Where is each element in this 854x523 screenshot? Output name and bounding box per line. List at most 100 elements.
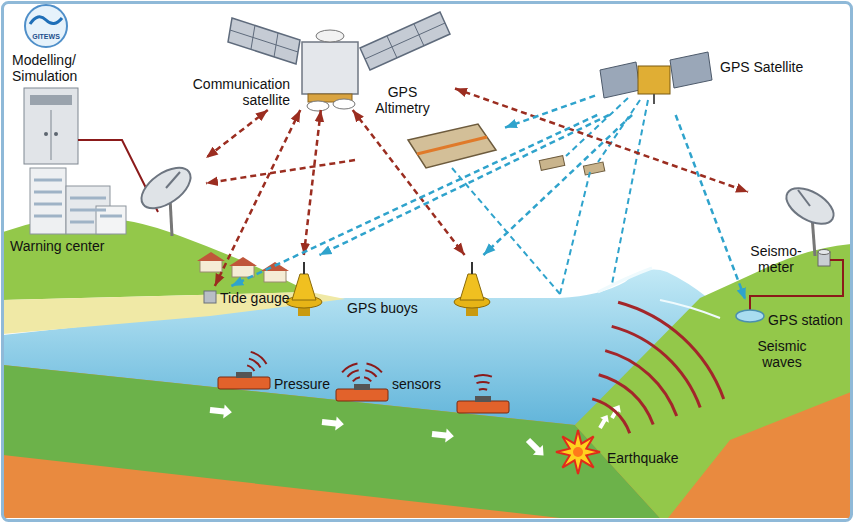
tide-gauge-icon <box>204 291 216 303</box>
altimetry-signal <box>452 168 560 294</box>
small-satellite <box>539 156 565 171</box>
warning-center: Warning center <box>6 140 206 258</box>
satellite-antenna <box>653 94 655 104</box>
earthquake-burst <box>556 430 600 474</box>
seismic-arc <box>599 375 654 425</box>
logo <box>25 5 67 47</box>
dish-feed <box>798 190 810 206</box>
data-link-arrow <box>353 110 465 255</box>
data-link-arrow <box>304 110 321 255</box>
gps-signal <box>612 100 648 284</box>
building <box>30 168 66 234</box>
house-roof <box>229 257 257 266</box>
gps-signal-arrow <box>319 115 609 255</box>
solar-panel <box>228 18 300 64</box>
buoy-antenna <box>471 262 473 274</box>
annotation: Seismic waves <box>752 338 812 370</box>
wave-streak <box>660 300 720 318</box>
dish-feed <box>166 172 180 188</box>
node-label: sensors <box>392 376 441 392</box>
motion-arrow <box>596 413 612 431</box>
cabinet-knob <box>54 132 58 136</box>
gps-signal <box>598 100 640 162</box>
node-label: Warning center <box>10 238 104 254</box>
altimetry-satellite-icon <box>408 124 496 168</box>
seismometer: Seismo- meter <box>748 185 848 285</box>
node-label: GPS Satellite <box>720 59 803 75</box>
acoustic-arc <box>353 377 360 381</box>
altimetry-signal <box>560 172 590 294</box>
acoustic-arc <box>342 363 357 372</box>
motion-arrow <box>321 415 344 431</box>
gps-buoys: GPS buoys <box>262 255 507 345</box>
pressure-sensors: Pressure sensors <box>212 362 512 414</box>
node-label: Earthquake <box>607 450 679 466</box>
acoustic-arc <box>367 363 382 372</box>
motion-arrow <box>523 435 548 460</box>
buoy-body <box>460 274 484 300</box>
data-link-arrow <box>206 110 268 158</box>
node-label: GPS Altimetry <box>365 84 440 116</box>
node-label: Modelling/ Simulation <box>12 52 92 84</box>
satellite-antenna <box>316 30 344 42</box>
sensor-top <box>475 396 491 402</box>
small-satellite <box>583 162 604 175</box>
house <box>264 270 286 282</box>
oceanic-plate <box>3 365 660 518</box>
tide-gauge: Tide gauge <box>198 286 298 310</box>
cabinet-panel <box>30 95 72 105</box>
node-label: Communication satellite <box>182 76 290 108</box>
acoustic-arc <box>251 352 267 364</box>
satellite-dish <box>780 181 839 231</box>
acoustic-arc <box>247 365 254 371</box>
frame <box>3 3 852 521</box>
gps-signal-arrow <box>676 115 746 300</box>
satellite-dish <box>134 160 197 217</box>
node-label: GPS station <box>768 312 843 328</box>
epicentre <box>573 447 583 457</box>
acoustic-arc <box>364 377 371 381</box>
panel-grid <box>365 23 445 59</box>
altimetry-satellite: GPS Altimetry <box>355 82 505 177</box>
seismic-arc <box>612 326 701 407</box>
sensor-top <box>354 384 370 390</box>
tsunami-crest <box>598 268 652 292</box>
gps-signal-arrow <box>483 115 632 255</box>
data-link-arrow <box>206 160 355 183</box>
satellite-antenna <box>333 99 355 109</box>
cabinet-door <box>51 110 52 160</box>
motion-arrow <box>209 403 232 419</box>
pressure-sensor-icon <box>457 401 509 413</box>
seismic-wave-arcs <box>592 302 724 433</box>
building-windows <box>34 180 122 222</box>
node-label: Seismo- meter <box>748 243 804 275</box>
house <box>232 265 254 277</box>
seismic-arc <box>592 399 630 433</box>
acoustic-arc <box>365 370 376 377</box>
buoy-body <box>292 274 316 300</box>
seismometer-top <box>818 250 830 255</box>
satellite-body <box>302 42 358 94</box>
earthquake: Earthquake <box>555 432 695 480</box>
house-roof <box>261 262 289 271</box>
connectors <box>206 89 748 300</box>
node-label: GPS buoys <box>347 300 418 316</box>
acoustic-arc <box>477 382 490 383</box>
gps-satellite: GPS Satellite <box>595 45 845 115</box>
solar-panel <box>600 62 640 98</box>
pressure-sensor-icon <box>218 377 270 389</box>
gps-signal-arrow <box>505 96 595 128</box>
node-label: Pressure <box>274 376 330 392</box>
satellite-antenna <box>307 101 329 111</box>
house-roof <box>197 252 225 261</box>
modelling-computer: Modelling/ Simulation <box>8 48 108 138</box>
satellite-stripe <box>417 137 487 154</box>
motion-arrow <box>431 427 454 443</box>
house <box>200 260 222 272</box>
logo-wave <box>30 17 62 24</box>
acoustic-arc <box>347 370 358 377</box>
